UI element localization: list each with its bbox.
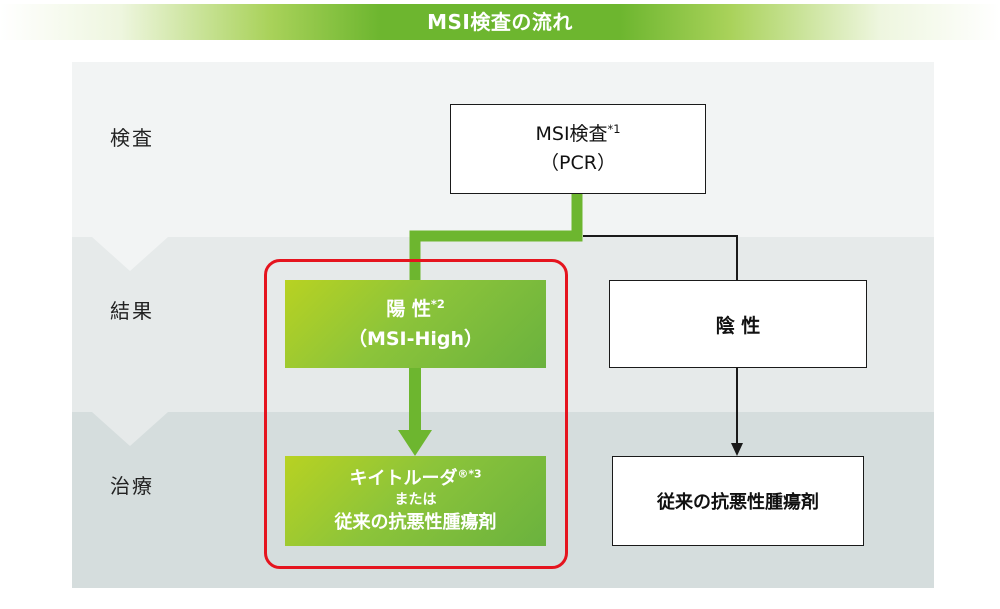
negative-label: 陰 性 — [715, 314, 761, 337]
stage-label-test: 検査 — [110, 126, 154, 150]
stage-label-treatment: 治療 — [110, 474, 154, 498]
recommended-path-highlight — [264, 259, 568, 569]
stage-label-result: 結果 — [110, 299, 154, 323]
green-arrow-head — [398, 430, 432, 456]
footnote-mark-2: *2 — [430, 297, 445, 312]
green-path-test-to-positive — [409, 194, 583, 280]
msi-test-label: MSI検査 — [535, 123, 608, 145]
stage-arrow-2 — [92, 412, 168, 446]
conventional-label: 従来の抗悪性腫瘍剤 — [657, 492, 819, 513]
footnote-mark-3: ®*3 — [457, 467, 482, 481]
stage-arrow-1 — [92, 237, 168, 271]
positive-result-box: 陽 性*2 （MSI-High） — [285, 280, 546, 368]
keytruda-alternative: 従来の抗悪性腫瘍剤 — [334, 512, 497, 533]
green-arrow-shaft — [409, 368, 421, 432]
msi-test-box: MSI検査*1 （PCR） — [450, 104, 706, 194]
negative-result-box: 陰 性 — [609, 280, 867, 368]
black-path-test-to-negative — [583, 235, 738, 280]
black-arrow-head — [731, 443, 743, 456]
positive-detail: （MSI-High） — [347, 328, 484, 350]
positive-label: 陽 性 — [386, 298, 431, 320]
keytruda-treatment-box: キイトルーダ®*3 または 従来の抗悪性腫瘍剤 — [285, 456, 546, 546]
msi-test-method: （PCR） — [540, 152, 616, 174]
footnote-mark-1: *1 — [607, 122, 621, 137]
title-banner: MSI検査の流れ — [0, 4, 1000, 40]
keytruda-label: キイトルーダ — [349, 468, 458, 489]
keytruda-or: または — [394, 492, 437, 508]
conventional-treatment-box: 従来の抗悪性腫瘍剤 — [612, 456, 864, 546]
page-title: MSI検査の流れ — [427, 10, 573, 34]
